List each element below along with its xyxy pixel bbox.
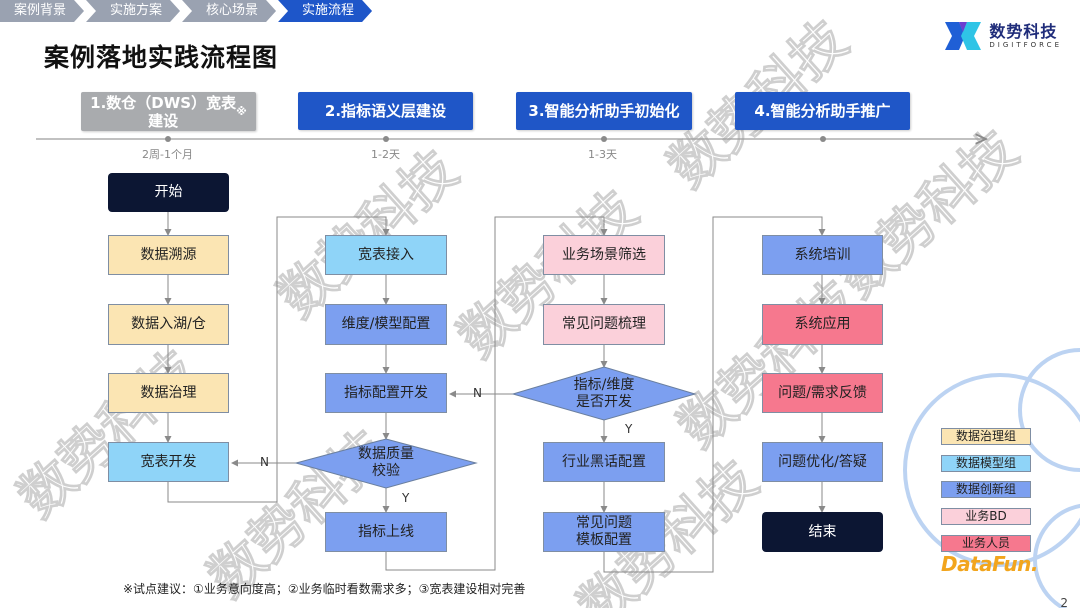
breadcrumb-item[interactable]: 核心场景 bbox=[182, 0, 276, 22]
legend-item: 数据治理组 bbox=[941, 428, 1031, 445]
decision-data-quality bbox=[294, 438, 478, 489]
edge-label-yes: Y bbox=[625, 422, 633, 436]
step-wide-table-access: 宽表接入 bbox=[325, 235, 447, 275]
breadcrumb-item[interactable]: 案例背景 bbox=[0, 0, 84, 22]
step-feedback: 问题/需求反馈 bbox=[762, 373, 883, 413]
step-faq-review: 常见问题梳理 bbox=[543, 304, 665, 345]
footnote-mark: ※ bbox=[236, 104, 247, 118]
edge-label-no: N bbox=[260, 455, 269, 469]
logo-subtitle: DIGITFORCE bbox=[989, 40, 1062, 49]
logo-icon bbox=[945, 22, 982, 50]
breadcrumb-item[interactable]: 实施方案 bbox=[86, 0, 180, 22]
footnote: ※试点建议：①业务意向度高；②业务临时看数需求多；③宽表建设相对完善 bbox=[123, 582, 526, 596]
timeline-node bbox=[601, 136, 607, 142]
breadcrumb: 案例背景 实施方案 核心场景 实施流程 bbox=[0, 0, 374, 22]
step-faq-template-config: 常见问题 模板配置 bbox=[543, 512, 665, 552]
phase-3: 3.智能分析助手初始化 bbox=[516, 92, 692, 130]
page-title: 案例落地实践流程图 bbox=[44, 43, 279, 72]
legend-item: 数据创新组 bbox=[941, 481, 1031, 498]
start-node: 开始 bbox=[108, 173, 229, 212]
phase-1-label: 1.数仓（DWS）宽表 建设 bbox=[90, 93, 237, 130]
step-dimension-model-config: 维度/模型配置 bbox=[325, 304, 447, 345]
timeline-node bbox=[383, 136, 389, 142]
timeline-node bbox=[820, 136, 826, 142]
decision-data-quality-label: 数据质量 校验 bbox=[358, 446, 414, 479]
phase-1: 1.数仓（DWS）宽表 建设※ bbox=[81, 92, 256, 131]
edge-label-no: N bbox=[473, 386, 482, 400]
decision-metric-dev-label: 指标/维度 是否开发 bbox=[573, 377, 635, 410]
datafun-logo: DataFun. bbox=[941, 552, 1038, 576]
page-number: 2 bbox=[1060, 596, 1068, 610]
decision-metric-dev bbox=[511, 366, 697, 421]
step-wide-table-dev: 宽表开发 bbox=[108, 442, 229, 482]
step-system-usage: 系统应用 bbox=[762, 304, 883, 345]
legend-item: 业务BD bbox=[941, 508, 1031, 525]
phase-4: 4.智能分析助手推广 bbox=[735, 92, 910, 130]
legend-item: 数据模型组 bbox=[941, 455, 1031, 472]
timeline-node bbox=[165, 136, 171, 142]
step-scenario-filter: 业务场景筛选 bbox=[543, 235, 665, 275]
step-data-governance: 数据治理 bbox=[108, 373, 229, 413]
end-node: 结束 bbox=[762, 512, 883, 552]
step-jargon-config: 行业黑话配置 bbox=[543, 442, 665, 482]
edge-label-yes: Y bbox=[402, 491, 410, 505]
logo-name: 数势科技 bbox=[989, 21, 1058, 41]
phase-2: 2.指标语义层建设 bbox=[298, 92, 473, 130]
step-system-training: 系统培训 bbox=[762, 235, 883, 275]
step-optimize-answer: 问题优化/答疑 bbox=[762, 442, 883, 482]
phase-3-duration: 1-3天 bbox=[588, 148, 617, 161]
phase-2-duration: 1-2天 bbox=[371, 148, 400, 161]
legend-item: 业务人员 bbox=[941, 535, 1031, 552]
company-logo: 数势科技 DIGITFORCE bbox=[943, 18, 1062, 54]
step-data-lineage: 数据溯源 bbox=[108, 235, 229, 275]
phase-1-duration: 2周-1个月 bbox=[142, 148, 193, 161]
step-data-ingest: 数据入湖/仓 bbox=[108, 304, 229, 345]
step-metric-online: 指标上线 bbox=[325, 512, 447, 552]
step-metric-config-dev: 指标配置开发 bbox=[325, 373, 447, 413]
breadcrumb-item-active[interactable]: 实施流程 bbox=[278, 0, 372, 22]
